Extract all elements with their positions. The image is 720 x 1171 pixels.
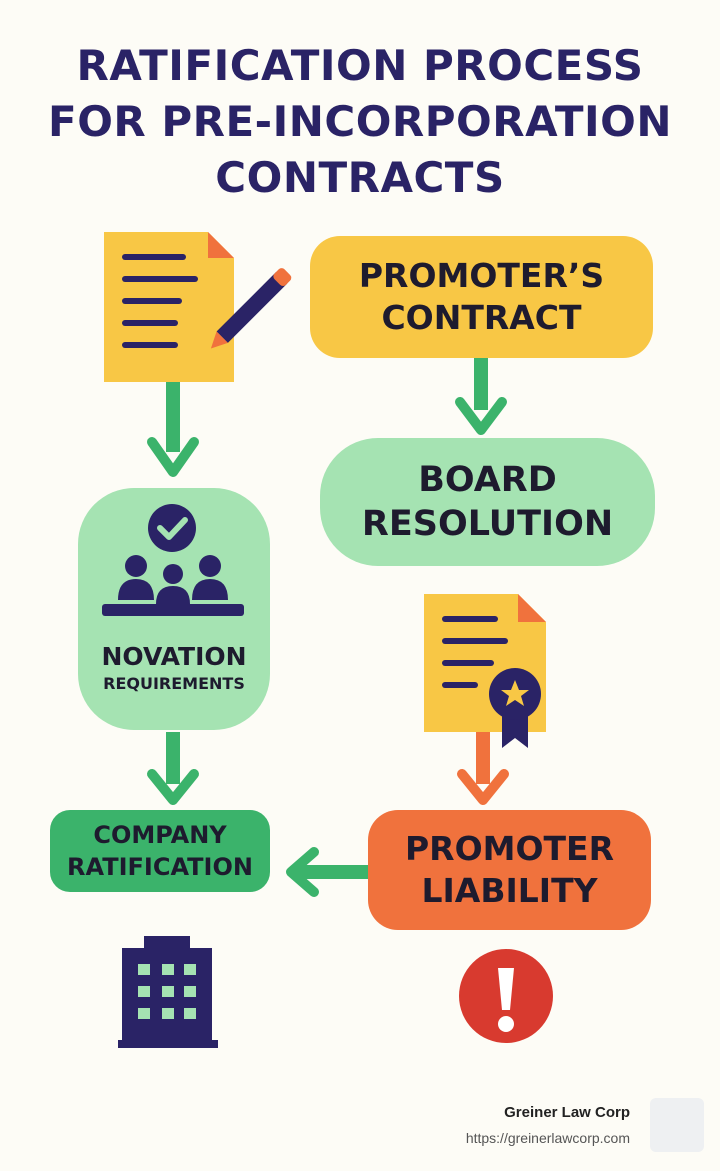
promoter-liability-line-2: LIABILITY <box>421 871 598 910</box>
novation-line-2: REQUIREMENTS <box>103 674 245 693</box>
footer-company-name: Greiner Law Corp <box>504 1104 630 1121</box>
promoter-liability-line-1: PROMOTER <box>404 829 614 868</box>
company-ratification-line-1: COMPANY <box>93 821 227 849</box>
arrow-contract-to-board <box>455 358 507 435</box>
promoter-contract-line-1: PROMOTER’S <box>358 256 605 295</box>
board-resolution-line-2: RESOLUTION <box>361 504 614 544</box>
promoter-contract-node: PROMOTER’S CONTRACT <box>310 236 653 358</box>
exclamation-icon <box>459 949 553 1043</box>
company-ratification-line-2: RATIFICATION <box>67 853 253 881</box>
people-checkmark-icon <box>102 504 244 616</box>
novation-line-1: NOVATION <box>101 642 247 671</box>
arrow-novation-to-ratification <box>147 732 199 805</box>
building-icon <box>118 936 218 1048</box>
arrow-doc-to-novation <box>147 382 199 477</box>
footer-logo <box>650 1098 704 1152</box>
title-line-3: CONTRACTS <box>215 153 505 202</box>
board-resolution-node: BOARD RESOLUTION <box>320 438 655 566</box>
promoter-liability-node: PROMOTER LIABILITY <box>368 810 651 930</box>
title-line-1: RATIFICATION PROCESS <box>76 41 644 90</box>
board-resolution-line-1: BOARD <box>418 460 557 500</box>
certificate-ribbon-icon <box>424 594 546 748</box>
page-title: RATIFICATION PROCESS FOR PRE-INCORPORATI… <box>0 38 720 206</box>
arrow-certificate-to-liability <box>457 732 509 805</box>
title-line-2: FOR PRE-INCORPORATION <box>48 97 672 146</box>
company-ratification-node: COMPANY RATIFICATION <box>50 810 270 892</box>
document-pencil-icon <box>104 232 292 382</box>
footer-url[interactable]: https://greinerlawcorp.com <box>465 1130 630 1146</box>
promoter-contract-line-2: CONTRACT <box>381 298 582 337</box>
arrow-liability-to-ratification <box>286 847 370 897</box>
